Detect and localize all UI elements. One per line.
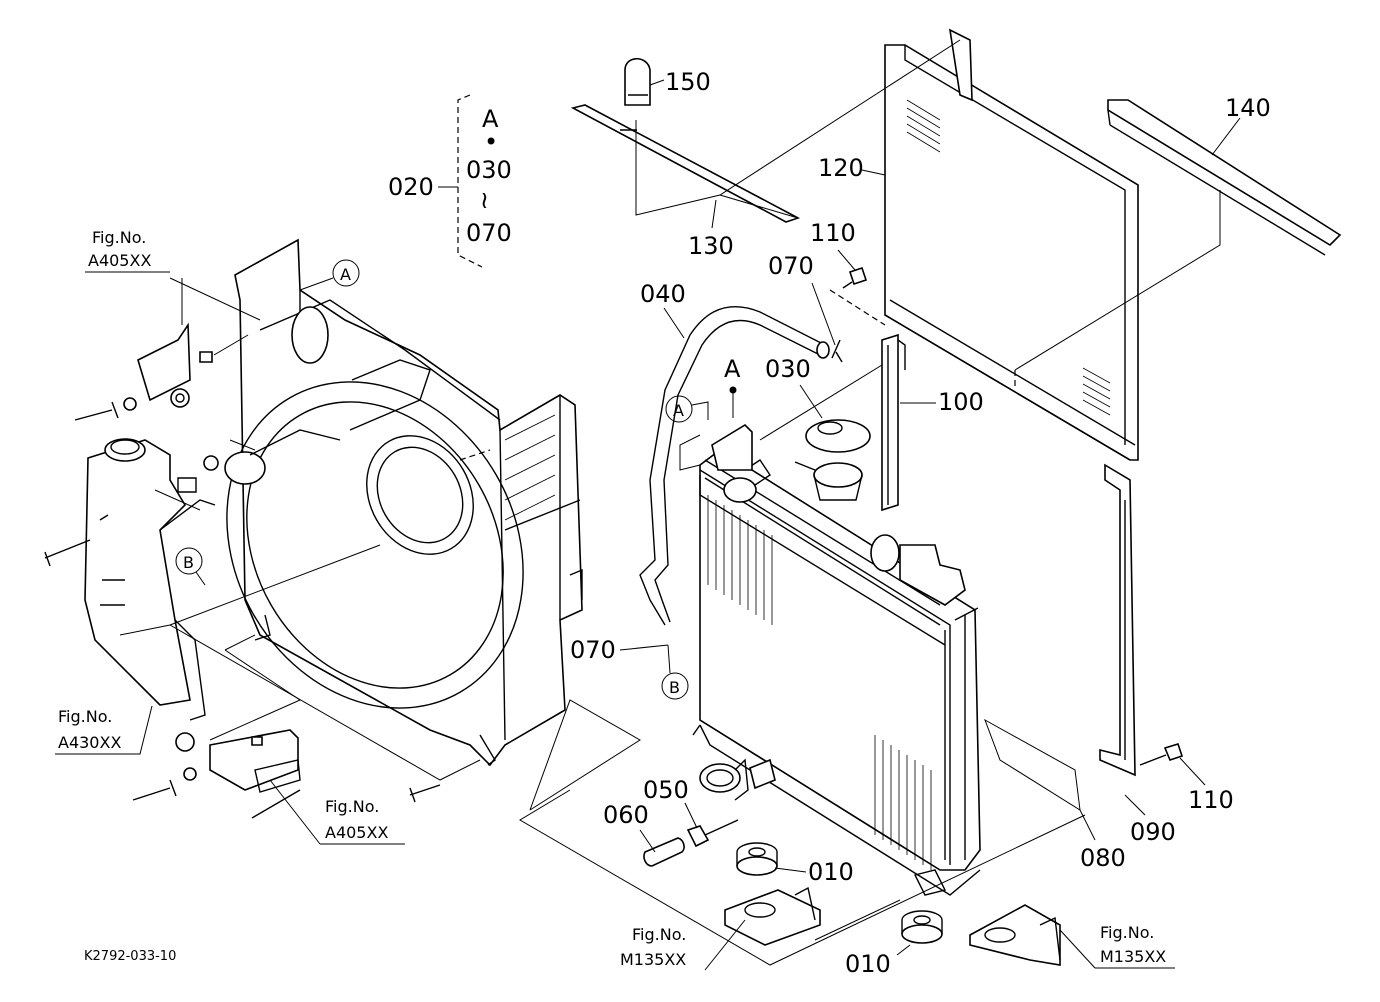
fig-ref-title: Fig.No. <box>1100 923 1154 942</box>
label-060: 060 <box>603 801 649 829</box>
part-labels: 010 010 020 030 040 050 060 070 070 080 … <box>388 68 1271 978</box>
point-a-circle-hose: A <box>673 401 684 420</box>
fig-ref-m135-right: Fig.No. M135XX <box>1059 923 1175 969</box>
side-plate-lower <box>984 463 1136 811</box>
label-070b: 070 <box>570 636 616 664</box>
kit-group-to: 070 <box>466 219 512 247</box>
fig-ref-a405-top: Fig.No. A405XX <box>85 228 170 273</box>
overflow-hose <box>639 306 843 626</box>
label-110a: 110 <box>810 219 856 247</box>
label-100: 100 <box>938 388 984 416</box>
shield-panel <box>884 28 1139 461</box>
fig-ref-code: A430XX <box>58 733 121 752</box>
fig-ref-code: M135XX <box>1100 947 1166 966</box>
assembly-lines-right <box>519 39 1221 966</box>
bracket-upper <box>74 322 213 421</box>
kit-group-tilde: ≀ <box>480 186 489 214</box>
label-120: 120 <box>818 154 864 182</box>
point-b-circle-tank: B <box>183 553 194 572</box>
assembly-lines-left <box>119 277 641 811</box>
diagram-code: K2792-033-10 <box>84 949 176 964</box>
fig-ref-a405-bottom: Fig.No. A405XX <box>269 779 405 845</box>
bolts-left <box>44 539 441 803</box>
label-150: 150 <box>665 68 711 96</box>
point-b-circle-hose: B <box>669 678 680 697</box>
label-010a: 010 <box>808 858 854 886</box>
fig-ref-title: Fig.No. <box>325 797 379 816</box>
seal-strip <box>1107 99 1342 256</box>
kit-group-dot: • <box>484 128 498 156</box>
label-090: 090 <box>1130 818 1176 846</box>
fig-ref-code: A405XX <box>325 823 388 842</box>
bolts-right <box>842 266 1184 766</box>
label-010b: 010 <box>845 950 891 978</box>
kit-bracket <box>438 94 483 268</box>
fig-ref-code: A405XX <box>88 251 151 270</box>
drain-cock <box>643 819 739 867</box>
label-140: 140 <box>1225 94 1271 122</box>
fig-ref-title: Fig.No. <box>58 707 112 726</box>
label-030: 030 <box>765 355 811 383</box>
fig-ref-title: Fig.No. <box>92 228 146 247</box>
label-080: 080 <box>1080 844 1126 872</box>
rubber-mounts <box>736 842 943 944</box>
fan-shroud <box>224 238 583 767</box>
kit-group-top: A <box>482 105 499 133</box>
fig-ref-m135-left: Fig.No. M135XX <box>620 919 746 971</box>
mount-bracket-right <box>969 904 1061 966</box>
kit-group: A • 030 ≀ 070 <box>466 105 512 247</box>
radiator-cap <box>794 419 871 501</box>
label-040: 040 <box>640 280 686 308</box>
reserve-tank <box>84 438 219 721</box>
label-020: 020 <box>388 173 434 201</box>
side-plate-upper <box>881 333 906 512</box>
point-a-circle-fan: A <box>340 265 351 284</box>
radiator-core <box>692 423 981 896</box>
label-070a: 070 <box>768 252 814 280</box>
label-050: 050 <box>643 776 689 804</box>
label-110b: 110 <box>1188 786 1234 814</box>
fig-ref-a430: Fig.No. A430XX <box>55 705 153 755</box>
kit-group-from: 030 <box>466 156 512 184</box>
label-130: 130 <box>688 232 734 260</box>
fig-ref-code: M135XX <box>620 950 686 969</box>
mount-bracket-left <box>724 886 821 946</box>
clip <box>624 57 651 106</box>
point-a-plain: A <box>724 355 741 383</box>
point-markers: A A A B B <box>175 259 741 700</box>
cover-strip <box>570 104 801 223</box>
bracket-lower <box>132 729 301 819</box>
fig-ref-title: Fig.No. <box>632 925 686 944</box>
